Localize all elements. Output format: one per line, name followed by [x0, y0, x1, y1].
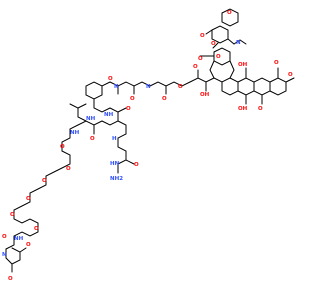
- atom-nitrogen: N: [236, 40, 241, 46]
- atom-oxygen: O: [126, 106, 131, 112]
- atom-amide-nh: NH: [104, 112, 114, 118]
- atom-amide-nh: NH: [86, 116, 96, 122]
- atom-oxygen: O: [10, 212, 15, 218]
- atom-hydroxyl: OH: [238, 62, 248, 68]
- atom-oxygen: O: [258, 106, 263, 112]
- atom-hydroxyl: OH: [238, 106, 248, 112]
- atom-oxygen: O: [198, 56, 203, 62]
- background: [0, 0, 300, 300]
- atom-oxygen: O: [200, 33, 205, 39]
- atom-labels: O O O N O O O O OH OH O O OH O O N N O O…: [2, 10, 293, 282]
- molecule-structure: O O O N O O O O OH OH O O OH O O N N O O…: [0, 0, 300, 300]
- atom-oxygen: O: [108, 76, 113, 82]
- atom-amine: HN: [110, 161, 120, 167]
- atom-amine-nh2: NH2: [110, 176, 123, 182]
- atom-oxygen: O: [26, 196, 31, 202]
- atom-oxygen: O: [162, 96, 167, 102]
- atom-amide-nh: NH: [14, 236, 24, 242]
- atom-oxygen: O: [2, 234, 7, 240]
- atom-oxygen: O: [8, 276, 13, 282]
- bond-skeleton: [5, 8, 295, 273]
- atom-nitrogen: N: [2, 252, 7, 258]
- atom-oxygen: O: [26, 242, 31, 248]
- atom-oxygen: O: [60, 144, 65, 150]
- atom-oxygen: O: [178, 84, 183, 90]
- atom-nitrogen: N: [146, 84, 151, 90]
- atom-nitrogen: N: [114, 84, 119, 90]
- atom-oxygen: O: [90, 136, 95, 142]
- atom-oxygen: O: [193, 64, 198, 70]
- atom-oxygen: O: [34, 226, 39, 232]
- atom-hydroxyl: OH: [200, 92, 210, 98]
- atom-oxygen: O: [130, 96, 135, 102]
- atom-oxygen: O: [227, 10, 232, 16]
- atom-oxygen: O: [274, 60, 279, 66]
- atom-oxygen: O: [216, 54, 221, 60]
- atom-oxygen: O: [134, 162, 139, 168]
- atom-oxygen: O: [66, 166, 71, 172]
- atom-hydrogen: H: [112, 136, 117, 142]
- atom-oxygen: O: [288, 72, 293, 78]
- atom-oxygen: O: [42, 178, 47, 184]
- atom-oxygen: O: [211, 41, 216, 47]
- atom-amide-nh: NH: [70, 130, 80, 136]
- molecule-diagram: O O O N O O O O OH OH O O OH O O N N O O…: [0, 0, 300, 300]
